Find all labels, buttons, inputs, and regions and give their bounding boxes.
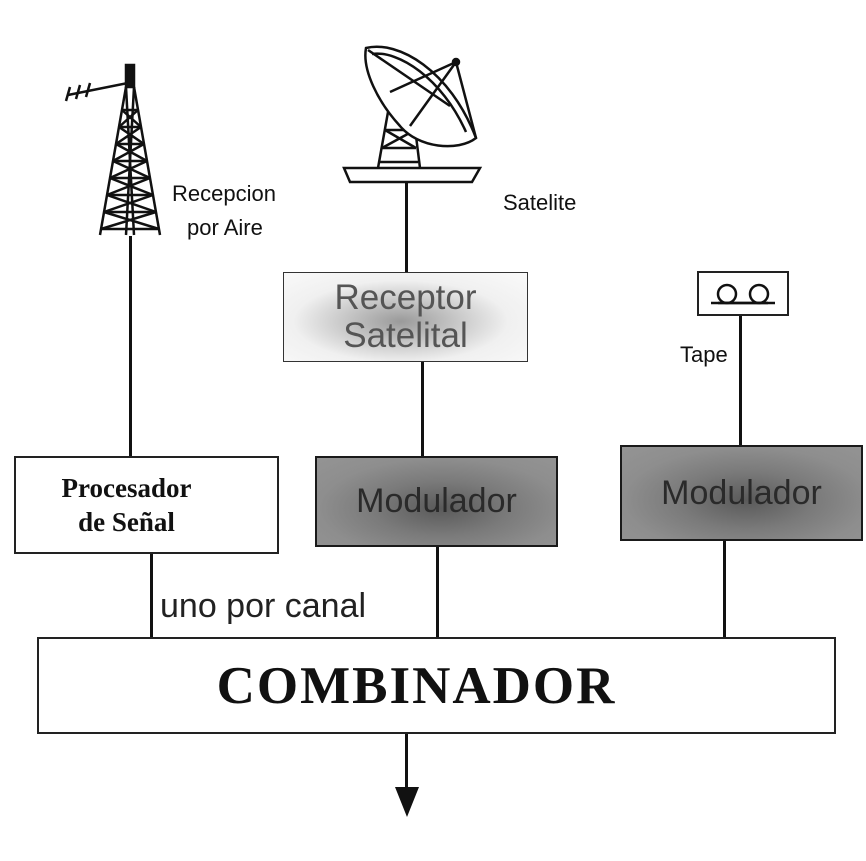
procesador-label-line1: Procesador	[61, 473, 192, 503]
modulador-box-2: Modulador	[620, 445, 863, 541]
recepcion-label-line1: Recepcion	[172, 181, 276, 206]
receptor-label-line1: Receptor	[334, 278, 477, 317]
down-arrow-icon	[395, 787, 419, 817]
modulador-2-label: Modulador	[661, 473, 822, 512]
tape-cassette-icon	[711, 283, 775, 305]
procesador-label-line2: de Señal	[78, 507, 175, 537]
wire-tape-modulador	[739, 315, 742, 446]
wire-dish-receptor	[405, 182, 408, 273]
tape-label: Tape	[680, 342, 728, 367]
satelite-label: Satelite	[503, 190, 577, 215]
wire-antenna-procesador	[129, 236, 132, 457]
receptor-label-line2: Satelital	[343, 316, 468, 355]
combinador-box: COMBINADOR	[37, 637, 836, 734]
recepcion-label: Recepcion por Aire	[172, 177, 276, 245]
wire-procesador-combinador	[150, 553, 153, 638]
wire-combinador-output	[405, 733, 408, 793]
recepcion-label-line2: por Aire	[187, 215, 263, 240]
wire-receptor-modulador	[421, 361, 424, 457]
procesador-de-senal-box: Procesador de Señal	[14, 456, 279, 554]
satellite-dish-icon	[342, 45, 483, 184]
tape-source-box	[697, 271, 789, 316]
wire-modulador2-combinador	[723, 540, 726, 638]
modulador-1-label: Modulador	[356, 482, 517, 520]
uno-por-canal-label: uno por canal	[160, 587, 367, 625]
antenna-tower-icon	[64, 63, 162, 236]
combinador-label: COMBINADOR	[216, 656, 617, 715]
receptor-satelital-box: Receptor Satelital	[283, 272, 528, 362]
wire-modulador1-combinador	[436, 546, 439, 638]
modulador-box-1: Modulador	[315, 456, 558, 547]
